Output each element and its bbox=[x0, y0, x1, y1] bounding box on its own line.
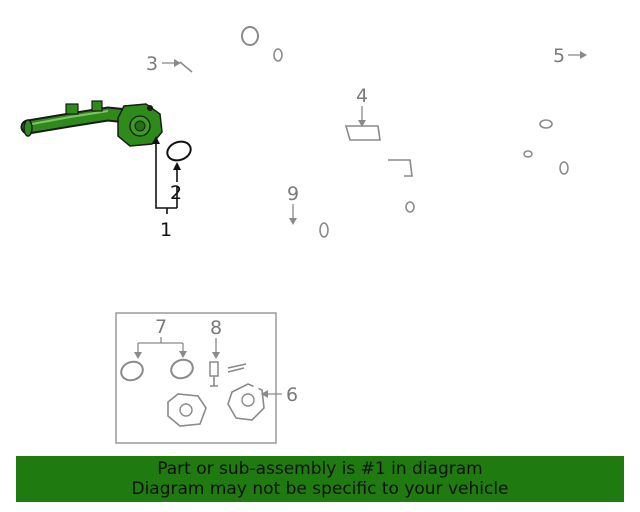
info-banner: Part or sub-assembly is #1 in diagram Di… bbox=[16, 456, 624, 502]
leader-5-arrow bbox=[580, 51, 587, 59]
part-6-outlet-assembly[interactable] bbox=[167, 375, 265, 439]
callout-9: 9 bbox=[287, 183, 299, 205]
part-5-hose[interactable] bbox=[539, 53, 605, 129]
leader-6-arrow bbox=[261, 390, 268, 398]
callout-8: 8 bbox=[210, 317, 222, 339]
part-3-hose[interactable] bbox=[179, 26, 259, 75]
leader-4-arrow bbox=[358, 120, 366, 127]
callout-6: 6 bbox=[286, 384, 298, 406]
callout-3: 3 bbox=[146, 53, 158, 75]
leader-1 bbox=[155, 138, 178, 214]
banner-line-2: Diagram may not be specific to your vehi… bbox=[131, 479, 509, 499]
leader-1-arrow bbox=[152, 136, 160, 144]
callout-5: 5 bbox=[553, 45, 565, 67]
callout-4: 4 bbox=[356, 85, 368, 107]
leader-7-arrow-left bbox=[134, 352, 142, 359]
callout-1: 1 bbox=[160, 219, 172, 241]
part-4-bypass-pipe[interactable] bbox=[273, 48, 569, 213]
callout-7: 7 bbox=[155, 316, 167, 338]
leader-9-arrow bbox=[289, 218, 297, 225]
part-7-gasket-right[interactable] bbox=[169, 357, 196, 381]
callout-2: 2 bbox=[170, 182, 182, 204]
part-8-temp-sensor[interactable] bbox=[209, 361, 247, 387]
leader-8-arrow bbox=[212, 352, 220, 359]
leader-7-arrow-right bbox=[179, 351, 187, 358]
parts-diagram: 1 2 3 4 5 bbox=[20, 26, 605, 444]
leader-2-arrow bbox=[173, 162, 181, 170]
part-7-gasket-left[interactable] bbox=[119, 359, 146, 383]
banner-line-1: Part or sub-assembly is #1 in diagram bbox=[157, 459, 483, 479]
part-9-hose[interactable] bbox=[262, 222, 329, 298]
leader-7 bbox=[137, 337, 184, 356]
part-1-water-outlet[interactable] bbox=[20, 100, 163, 147]
part-2-o-ring[interactable] bbox=[165, 138, 194, 163]
leader-3-arrow bbox=[174, 59, 181, 67]
